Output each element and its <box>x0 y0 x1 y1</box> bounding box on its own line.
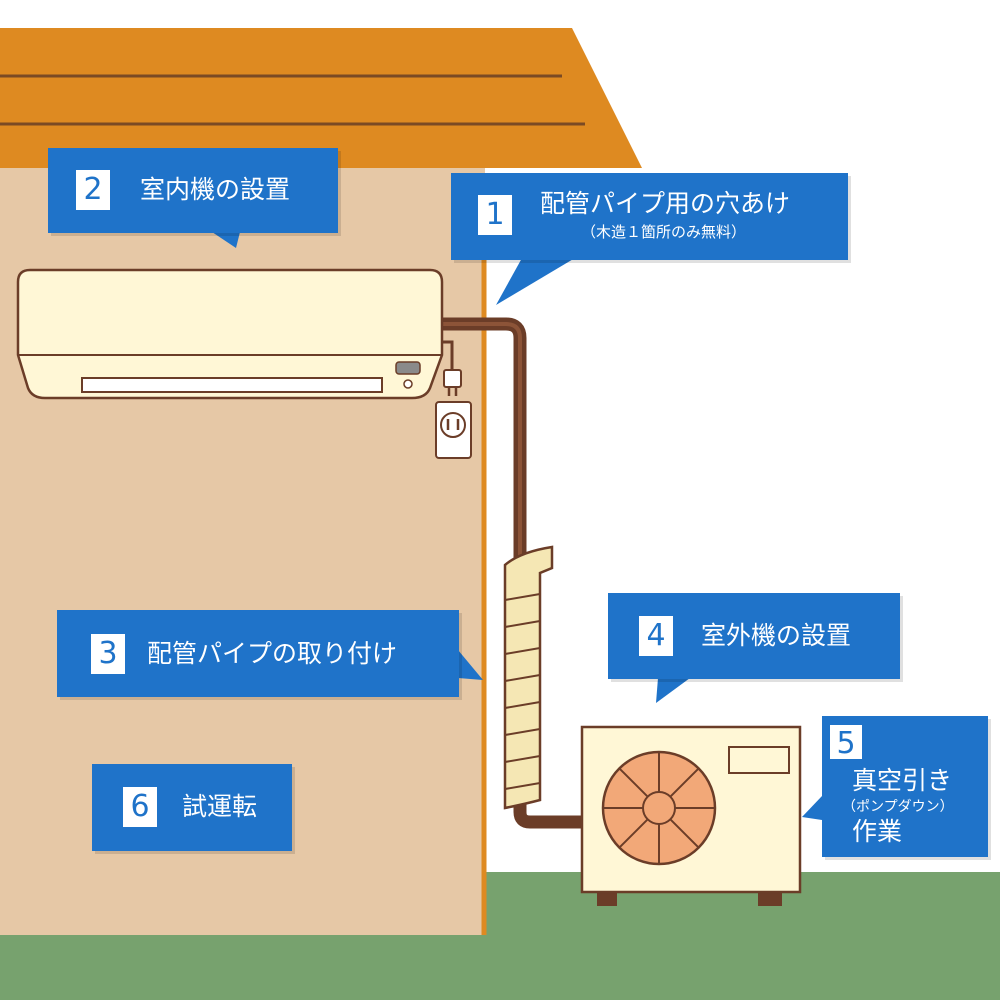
indoor-unit <box>16 268 444 400</box>
step-number: 5 <box>828 723 864 761</box>
step-label: 配管パイプ用の穴あけ <box>540 189 791 218</box>
step-label-line2: 作業 <box>852 817 903 846</box>
indoor-unit-indicator <box>403 379 413 389</box>
outdoor-unit-label-plate <box>728 746 790 774</box>
outdoor-unit <box>580 725 802 906</box>
callout-tail <box>212 232 240 248</box>
callout-vacuum: 5 真空引き （ポンプダウン） 作業 <box>822 716 988 857</box>
step-number: 6 <box>123 787 157 827</box>
step-note: （木造１箇所のみ無料） <box>581 223 747 241</box>
callout-test-run: 6 試運転 <box>92 764 292 851</box>
step-note: （ポンプダウン） <box>842 799 954 815</box>
callout-drill-hole: 1 配管パイプ用の穴あけ （木造１箇所のみ無料） <box>451 173 848 260</box>
step-label: 室内機の設置 <box>140 175 291 204</box>
step-number: 3 <box>91 634 125 674</box>
step-number: 4 <box>639 616 673 656</box>
roof <box>0 28 642 168</box>
callout-indoor-unit: 2 室内機の設置 <box>48 148 338 233</box>
power-cord <box>443 340 454 372</box>
callout-outdoor-unit: 4 室外機の設置 <box>608 593 900 679</box>
pipe-cover-ribs <box>504 593 541 790</box>
callout-tail <box>656 678 690 703</box>
outdoor-unit-fan <box>601 750 717 866</box>
callout-tail <box>458 650 483 680</box>
indoor-unit-louver <box>81 377 383 393</box>
callout-pipe-install: 3 配管パイプの取り付け <box>57 610 459 697</box>
callout-tail <box>802 796 822 820</box>
refrigerant-pipe-inner <box>440 322 522 560</box>
step-label: 室外機の設置 <box>701 621 852 650</box>
indoor-unit-display <box>395 361 421 375</box>
step-label-line1: 真空引き <box>852 766 953 795</box>
step-label: 試運転 <box>182 792 258 821</box>
pipe-to-outdoor-unit <box>513 790 588 829</box>
power-plug <box>443 369 462 388</box>
callout-tail <box>496 258 575 305</box>
step-number: 2 <box>76 170 110 210</box>
step-label: 配管パイプの取り付け <box>147 639 398 668</box>
step-number: 1 <box>478 195 512 235</box>
